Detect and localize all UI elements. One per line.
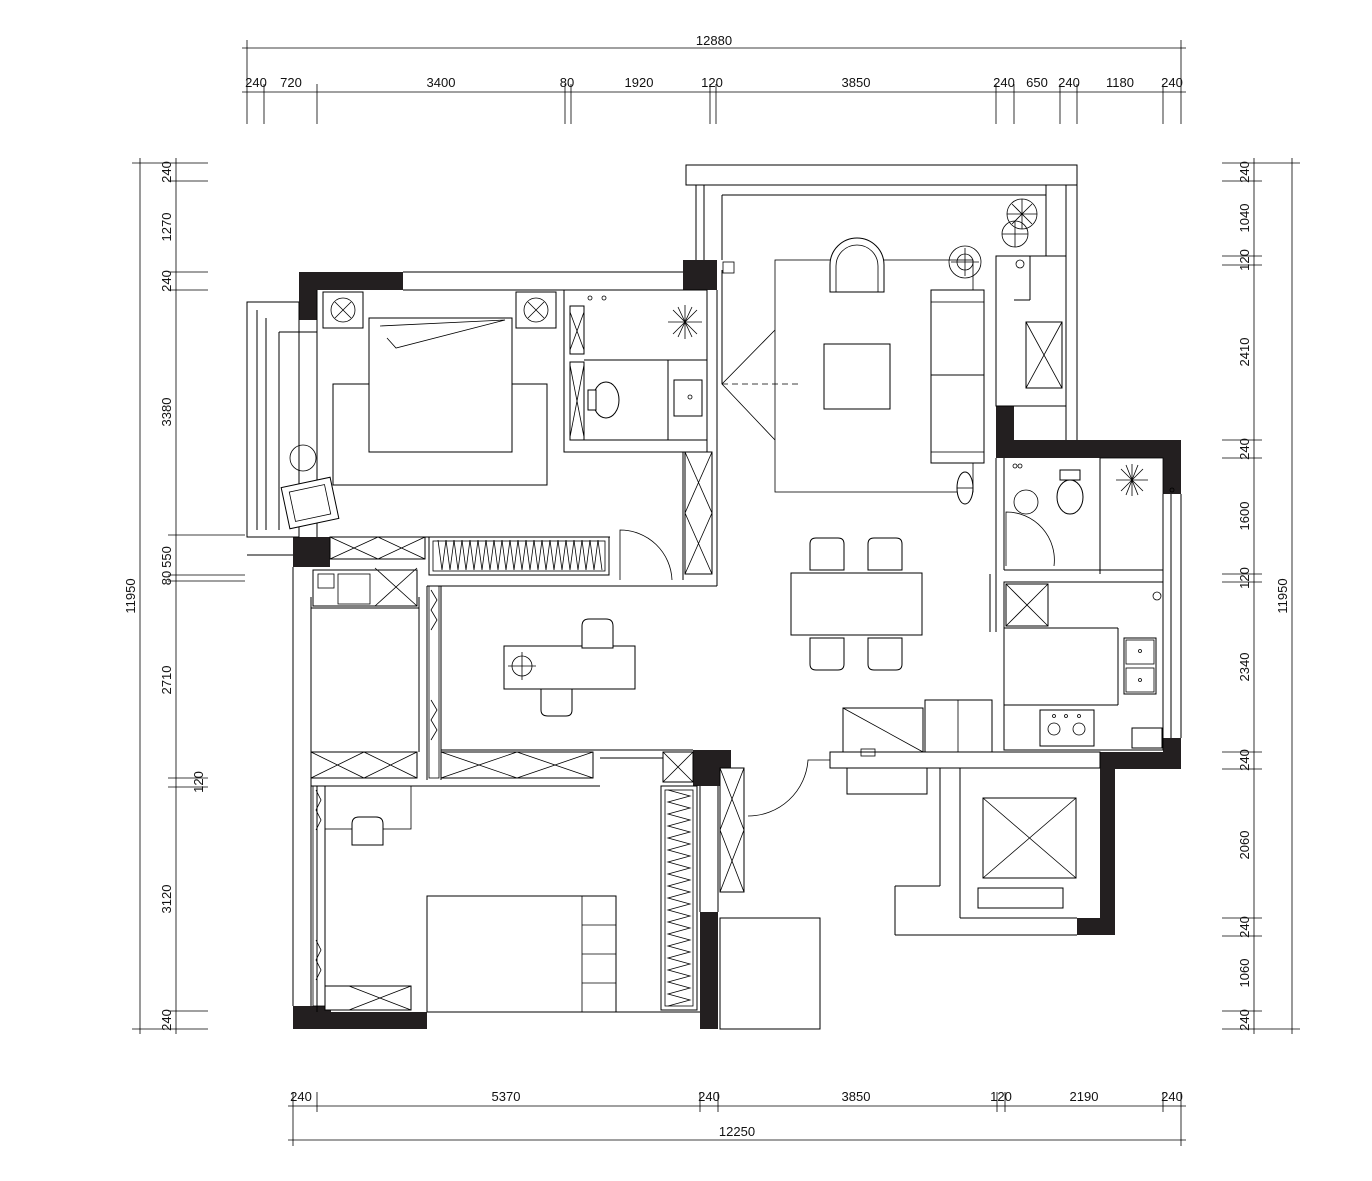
right-seg-3: 120 [1237,249,1252,271]
bottom-seg-1: 240 [290,1089,312,1104]
bottom-seg-6: 2190 [1070,1089,1099,1104]
balcony-cabinet [722,259,1063,389]
right-seg-1: 240 [1237,161,1252,183]
master-bed [332,317,548,486]
left-seg-3: 240 [159,270,174,292]
top-seg-10: 240 [1058,75,1080,90]
armchair [829,237,885,293]
master-wardrobe [329,536,610,576]
study-desk [503,618,636,717]
shower-head-icon-2 [1116,464,1148,496]
right-seg-4: 2410 [1237,338,1252,367]
left-seg-6: 80 [159,571,174,585]
nightstand-left [322,291,364,329]
floor-lamp-icon [948,245,982,279]
right-total-label: 11950 [1275,578,1290,613]
right-seg-12: 1060 [1237,959,1252,988]
right-seg-5: 240 [1237,438,1252,460]
right-seg-13: 240 [1237,1009,1252,1031]
top-seg-2: 720 [280,75,302,90]
bottom-seg-2: 5370 [492,1089,521,1104]
bottom-seg-5: 120 [990,1089,1012,1104]
entry-cabinet [719,759,830,893]
left-seg-1: 240 [159,161,174,183]
left-seg-4: 3380 [159,398,174,427]
lift-shaft [977,797,1077,909]
sofa [930,289,985,464]
top-total-label: 12880 [696,33,732,48]
bottom-seg-7: 240 [1161,1089,1183,1104]
bath2-fixtures [1005,457,1175,571]
wall-outlines [246,164,1182,1030]
nightstand-right [515,291,557,329]
right-seg-7: 120 [1237,567,1252,589]
left-seg-9: 3120 [159,885,174,914]
dining-chairs [809,537,903,671]
top-seg-8: 240 [993,75,1015,90]
coffee-table [823,343,891,410]
top-seg-11: 1180 [1106,75,1134,90]
right-seg-10: 2060 [1237,831,1252,860]
side-stool [956,471,974,505]
structural-walls [293,260,1181,1029]
lounge-chair [280,444,340,530]
left-total-label: 11950 [123,578,138,613]
top-seg-6: 120 [701,75,723,90]
left-seg-7: 2710 [159,666,174,695]
bath1-fixtures [569,295,703,438]
study-cabinets [310,567,594,779]
left-seg-5: 550 [159,546,174,568]
top-seg-7: 3850 [842,75,871,90]
right-seg-2: 1040 [1237,204,1252,233]
corridor-cabinet [619,451,713,581]
right-seg-8: 2340 [1237,653,1252,682]
bottom-total-label: 12250 [719,1124,755,1139]
gas-stove-icon [1039,709,1095,747]
left-seg-8: 120 [191,771,206,793]
dimension-labels: 12880 240 720 3400 80 1920 120 3850 240 … [123,33,1290,1139]
bedroom2-desk [324,785,412,846]
dimension-lines [132,40,1300,1146]
top-seg-1: 240 [245,75,267,90]
top-seg-9: 650 [1026,75,1048,90]
right-seg-11: 240 [1237,916,1252,938]
top-seg-5: 1920 [625,75,654,90]
dining-table [790,572,923,636]
bottom-seg-3: 240 [698,1089,720,1104]
top-seg-4: 80 [560,75,574,90]
bottom-seg-4: 3850 [842,1089,871,1104]
right-seg-9: 240 [1237,749,1252,771]
plant-icon [1001,198,1038,248]
wardrobe-hangers [315,539,692,1007]
left-seg-10: 240 [159,1009,174,1031]
top-seg-3: 3400 [427,75,456,90]
second-bed [426,895,617,1013]
shoe-cabinet [842,699,993,757]
kitchen-fixtures [1005,583,1163,749]
left-seg-2: 1270 [159,213,174,242]
right-seg-6: 1600 [1237,502,1252,531]
top-seg-12: 240 [1161,75,1183,90]
shower-head-icon-1 [668,305,702,339]
